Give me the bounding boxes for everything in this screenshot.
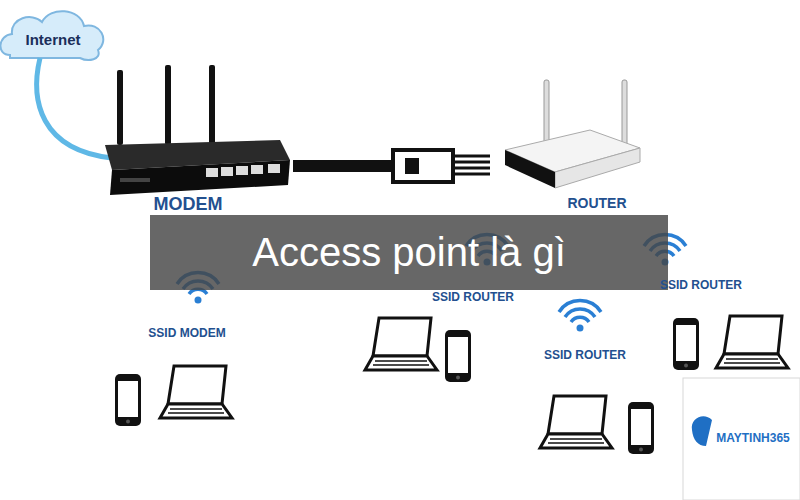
phone-icon — [673, 318, 699, 370]
laptop-icon — [540, 396, 612, 448]
device-label: ROUTER — [567, 195, 626, 211]
internet-cloud — [0, 11, 103, 60]
ssid-label: SSID ROUTER — [544, 348, 626, 362]
node-text: MAYTINH365 — [716, 431, 790, 445]
ssid-label: SSID MODEM — [148, 326, 225, 340]
phone-icon — [445, 330, 471, 382]
laptop-icon — [365, 318, 437, 370]
router-device — [505, 80, 640, 188]
node-text: Access point là gì — [252, 230, 566, 275]
logo-text-box: MAYTINH365 — [708, 426, 798, 450]
device-label: MODEM — [154, 194, 223, 215]
cloud-node: Internet — [8, 24, 98, 54]
ssid-label: SSID ROUTER — [660, 278, 742, 292]
laptop-icon — [160, 366, 232, 418]
title-banner: Access point là gì — [150, 215, 668, 290]
logo-mark — [692, 416, 712, 446]
logo-card — [683, 378, 800, 500]
ssid-label: SSID ROUTER — [432, 290, 514, 304]
node-text: Internet — [25, 31, 80, 48]
ethernet-cable — [293, 150, 490, 182]
modem-device — [105, 65, 290, 195]
wifi-icon — [559, 301, 601, 332]
phone-icon — [115, 374, 141, 426]
cable — [37, 58, 112, 158]
phone-icon — [628, 402, 654, 454]
laptop-icon — [716, 316, 788, 368]
